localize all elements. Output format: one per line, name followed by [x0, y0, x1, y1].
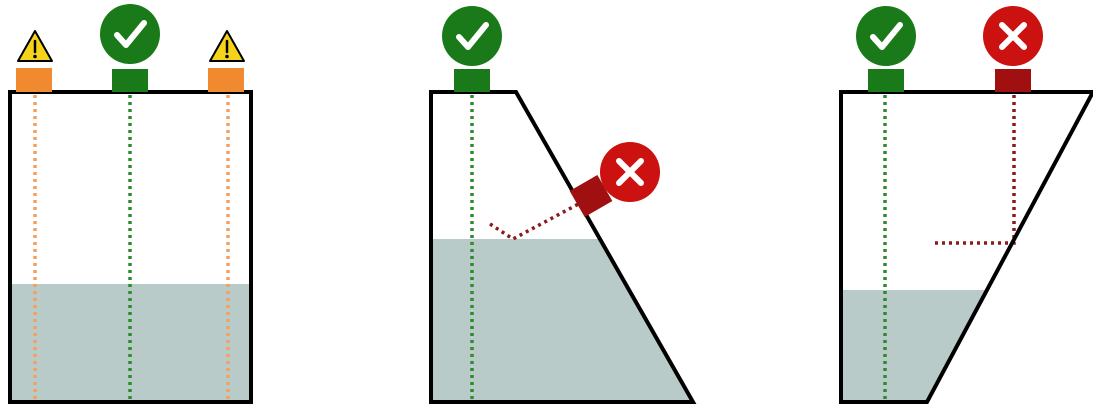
x-mark-icon	[983, 6, 1043, 66]
panel-rectangular-tank	[8, 4, 253, 404]
warning-triangle-icon	[209, 30, 245, 62]
sensor-beam-reflected	[934, 95, 1016, 245]
sensor-left	[16, 68, 52, 92]
checkmark-icon	[100, 4, 160, 64]
panel-sloped-wall-tank	[429, 6, 697, 404]
panel-trapezoid-tank	[839, 6, 1093, 404]
sensor-right	[208, 68, 244, 92]
sensor-beam-deflected	[486, 199, 585, 242]
sensor-top	[454, 69, 490, 92]
liquid-fill	[431, 239, 693, 402]
checkmark-icon	[856, 6, 916, 66]
sensor-right	[995, 69, 1031, 92]
sensor-center	[112, 69, 148, 92]
x-mark-icon	[600, 142, 660, 202]
checkmark-icon	[442, 6, 502, 66]
sensor-left	[868, 69, 904, 92]
warning-triangle-icon	[17, 30, 53, 62]
liquid-fill	[841, 290, 988, 402]
sensor-sloped-wall	[569, 175, 613, 217]
